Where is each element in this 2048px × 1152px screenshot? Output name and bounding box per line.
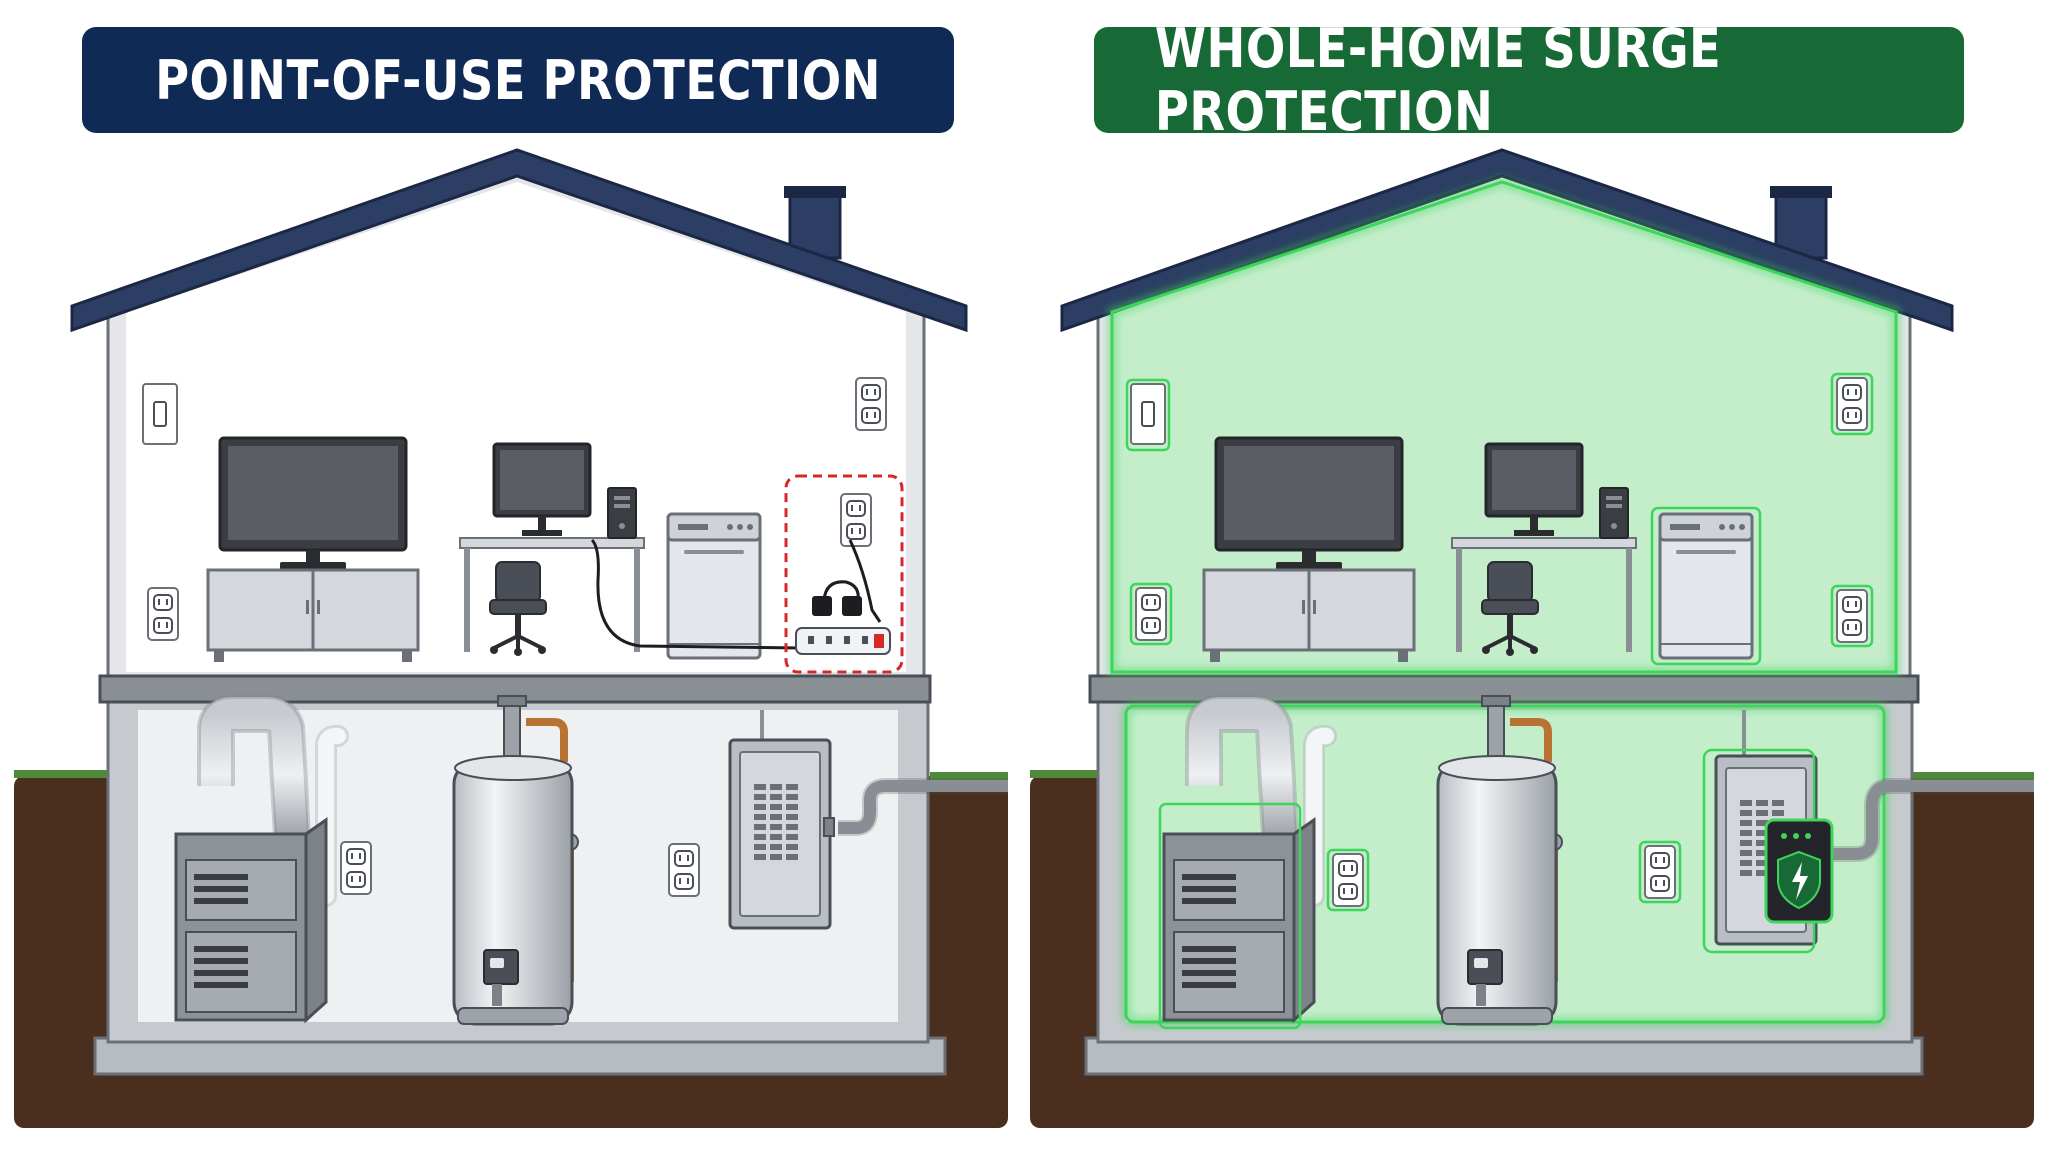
wall-outlet <box>1644 845 1676 899</box>
wall-outlet <box>855 377 887 431</box>
service-conduit <box>1824 780 2034 860</box>
wall-outlet <box>668 843 700 897</box>
light-switch <box>142 383 178 445</box>
point-of-use-highlight <box>784 474 904 674</box>
wall-outlet <box>147 587 179 641</box>
roof <box>1060 148 1954 333</box>
whole-home-house <box>1030 148 2034 1128</box>
service-conduit <box>838 780 1008 834</box>
tv-cabinet <box>1202 436 1416 664</box>
point-of-use-house <box>14 148 1008 1128</box>
tv-cabinet <box>206 436 420 664</box>
banner-whole-home: WHOLE-HOME SURGE PROTECTION <box>1094 17 1964 143</box>
electrical-panel <box>728 738 836 930</box>
banner-whole-home-title: WHOLE-HOME SURGE PROTECTION <box>1154 17 1722 143</box>
wall-outlet <box>1135 587 1167 641</box>
wall-outlet <box>1332 853 1364 907</box>
wall-outlet <box>1836 589 1868 643</box>
banner-point-of-use-title: POINT-OF-USE PROTECTION <box>155 48 881 112</box>
wall-outlet-surge <box>840 493 872 547</box>
wall-outlet <box>340 841 372 895</box>
power-strip <box>795 627 891 655</box>
light-switch <box>1130 383 1166 445</box>
dishwasher <box>666 512 762 660</box>
lightning-icon <box>1792 862 1808 900</box>
wall-outlet <box>1836 377 1868 431</box>
computer-cord <box>590 538 801 650</box>
banner-point-of-use: POINT-OF-USE PROTECTION <box>82 27 954 133</box>
roof <box>70 148 968 333</box>
surge-protector-device <box>1764 818 1834 924</box>
dishwasher <box>1658 512 1754 660</box>
